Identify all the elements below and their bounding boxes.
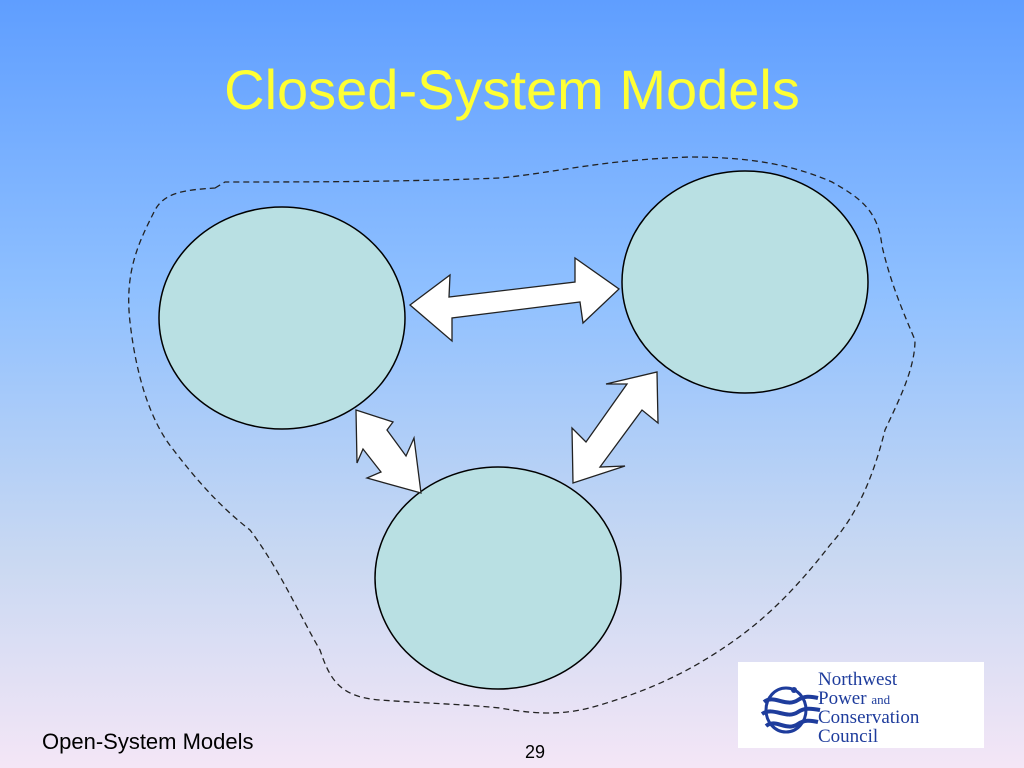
logo-word-power: Power <box>818 688 867 709</box>
system-boundary <box>128 156 916 714</box>
logo-line-power: Power and <box>818 689 890 708</box>
council-logo: Northwest Power and Conservation Council <box>738 662 984 748</box>
node-top-left <box>158 206 406 430</box>
footer-label: Open-System Models <box>42 729 254 754</box>
wave-emblem-icon <box>760 686 821 734</box>
logo-line-conservation: Conservation <box>818 707 920 728</box>
double-arrow-top <box>408 256 621 343</box>
slide-number: 29 <box>524 742 546 762</box>
node-top-right <box>621 170 869 394</box>
node-bottom <box>374 466 622 690</box>
logo-line-council: Council <box>818 726 879 747</box>
logo-line-northwest: Northwest <box>818 669 898 690</box>
double-arrow-right <box>571 371 659 484</box>
slide-title: Closed-System Models <box>224 58 800 121</box>
logo-word-and: and <box>871 692 891 707</box>
double-arrow-left <box>355 409 422 494</box>
